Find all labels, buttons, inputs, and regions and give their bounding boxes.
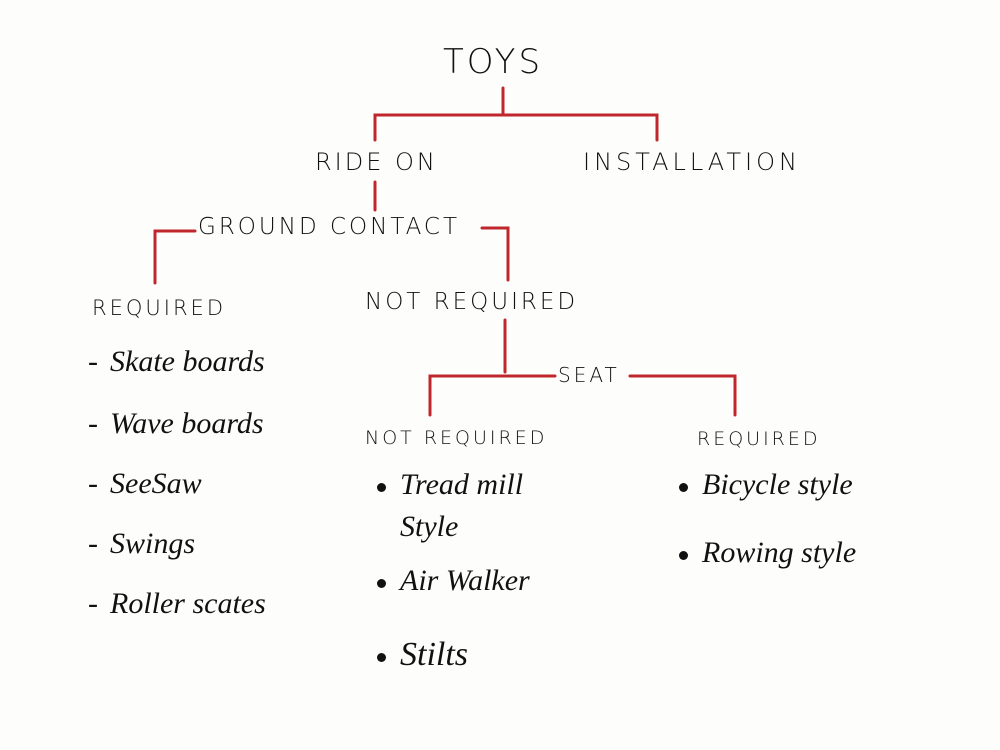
ground-left-connector (153, 229, 197, 285)
list-item: Stilts (377, 636, 468, 674)
toys-connector (373, 86, 659, 142)
item-label: Tread mill (400, 468, 524, 501)
bullet-icon (679, 550, 688, 560)
node-seat-not-required: NOT REQUIRED (365, 427, 548, 449)
bullet-icon (377, 482, 386, 492)
dash: - (88, 467, 98, 500)
item-label: Swings (110, 527, 196, 560)
dash: - (88, 527, 98, 560)
list-item: -Swings (88, 527, 195, 561)
bullet-icon (377, 578, 386, 588)
root-node-toys: TOYS (443, 42, 544, 82)
list-item: Bicycle style (679, 468, 853, 502)
node-ground-contact: GROUND CONTACT (198, 214, 461, 240)
item-label: Wave boards (110, 407, 264, 440)
list-item: -Wave boards (88, 407, 264, 441)
list-item: Air Walker (377, 564, 530, 598)
item-label: SeeSaw (110, 467, 202, 500)
list-item: -Roller scates (88, 587, 266, 621)
seat-left-connector (428, 374, 557, 417)
item-label: Stilts (400, 636, 469, 673)
seat-right-connector (628, 374, 737, 417)
node-installation: INSTALLATION (583, 148, 801, 176)
dash: - (88, 587, 98, 620)
item-label: Bicycle style (702, 468, 853, 501)
list-item: -Skate boards (88, 345, 265, 379)
node-seat: SEAT (558, 363, 620, 387)
node-seat-required: REQUIRED (697, 428, 821, 450)
list-item: -SeeSaw (88, 467, 202, 501)
bullet-icon (377, 652, 386, 662)
item-label: Roller scates (110, 587, 266, 620)
bullet-icon (679, 482, 688, 492)
list-item-continuation: Style (400, 510, 459, 543)
node-not-required: NOT REQUIRED (365, 289, 579, 315)
item-label: Skate boards (110, 345, 265, 378)
list-item: Tread mill (377, 468, 523, 502)
dash: - (88, 407, 98, 440)
list-item: Rowing style (679, 536, 856, 570)
ground-right-connector (480, 226, 510, 282)
item-label: Air Walker (400, 564, 530, 597)
dash: - (88, 345, 98, 378)
node-ride-on: RIDE ON (315, 148, 438, 176)
node-required: REQUIRED (92, 296, 226, 320)
item-label: Rowing style (702, 536, 857, 569)
